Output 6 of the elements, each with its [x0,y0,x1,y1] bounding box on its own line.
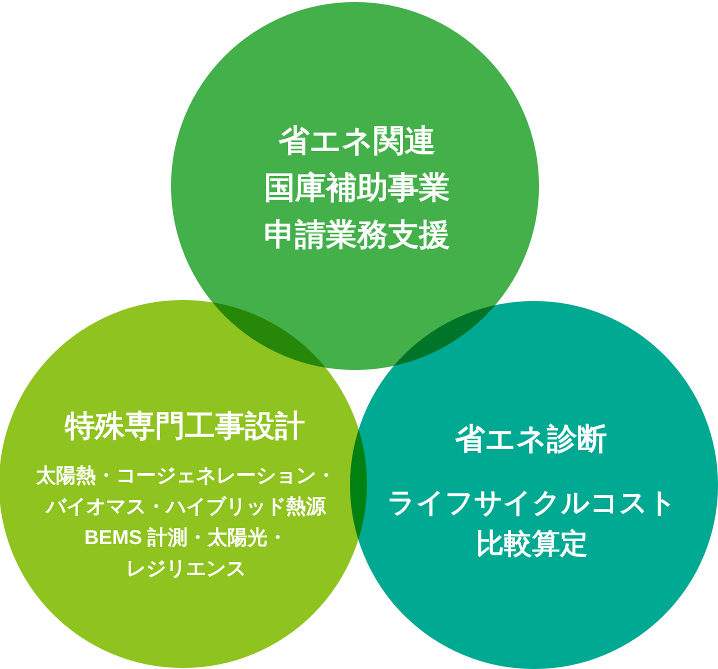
circle-title: 特殊専門工事設計 [65,409,305,445]
circle-text: 太陽熱・コージェネレーション・バイオマス・ハイブリッド熱源BEMS 計測・太陽光・レジリエンス [36,464,336,582]
circle-label: 省エネ関連国庫補助事業申請業務支援 [264,122,450,254]
circle-text: ライフサイクルコスト比較算定 [387,486,677,561]
venn-circle [350,301,718,669]
circle-title: 省エネ診断 [455,422,607,458]
